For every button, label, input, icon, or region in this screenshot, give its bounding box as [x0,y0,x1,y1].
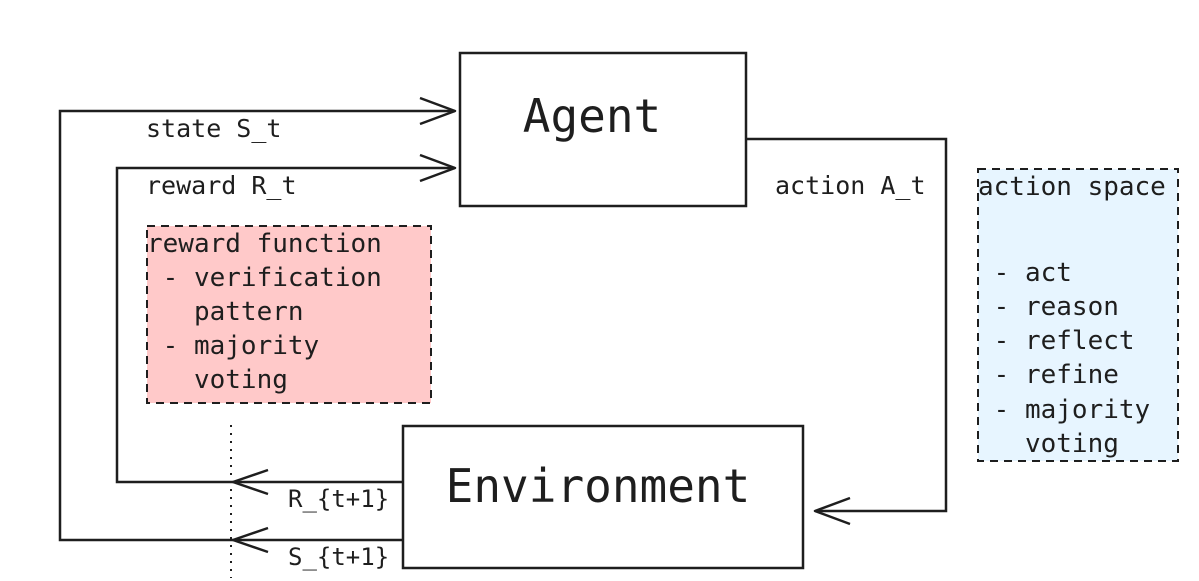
reward-arrow [115,166,455,484]
environment-box [401,424,805,570]
reward-function-line: voting [147,365,288,395]
action-space-line: - reflect [978,326,1135,356]
next-reward-label: R_{t+1} [288,485,389,513]
reward-function-line: - verification [147,263,382,293]
action-space-box [977,168,1179,462]
action-arrowhead [813,496,851,526]
reward-function-title: reward function [147,229,382,259]
action-space-line: voting [978,429,1119,459]
action-space-line: - majority [978,395,1150,425]
action-label: action A_t [775,171,926,200]
reward-function-line: pattern [147,297,304,327]
state-label: state S_t [146,114,281,143]
action-space-line: - reason [978,292,1119,322]
reward-function-line: - majority [147,331,319,361]
reward-label: reward R_t [146,171,297,200]
next-reward-arrowhead [231,468,269,496]
action-space-title: action space [978,172,1166,202]
agent-label: Agent [523,89,661,143]
next-state-label: S_{t+1} [288,543,389,571]
agent-box [458,51,748,208]
action-space-line: - refine [978,360,1119,390]
reward-arrowhead [419,153,457,183]
action-arrow [746,137,948,513]
next-state-arrowhead [231,526,269,554]
environment-label: Environment [446,459,751,513]
state-arrowhead [419,96,457,126]
reward-function-box [146,225,432,404]
action-space-line: - act [978,258,1072,288]
state-arrow [58,109,455,542]
